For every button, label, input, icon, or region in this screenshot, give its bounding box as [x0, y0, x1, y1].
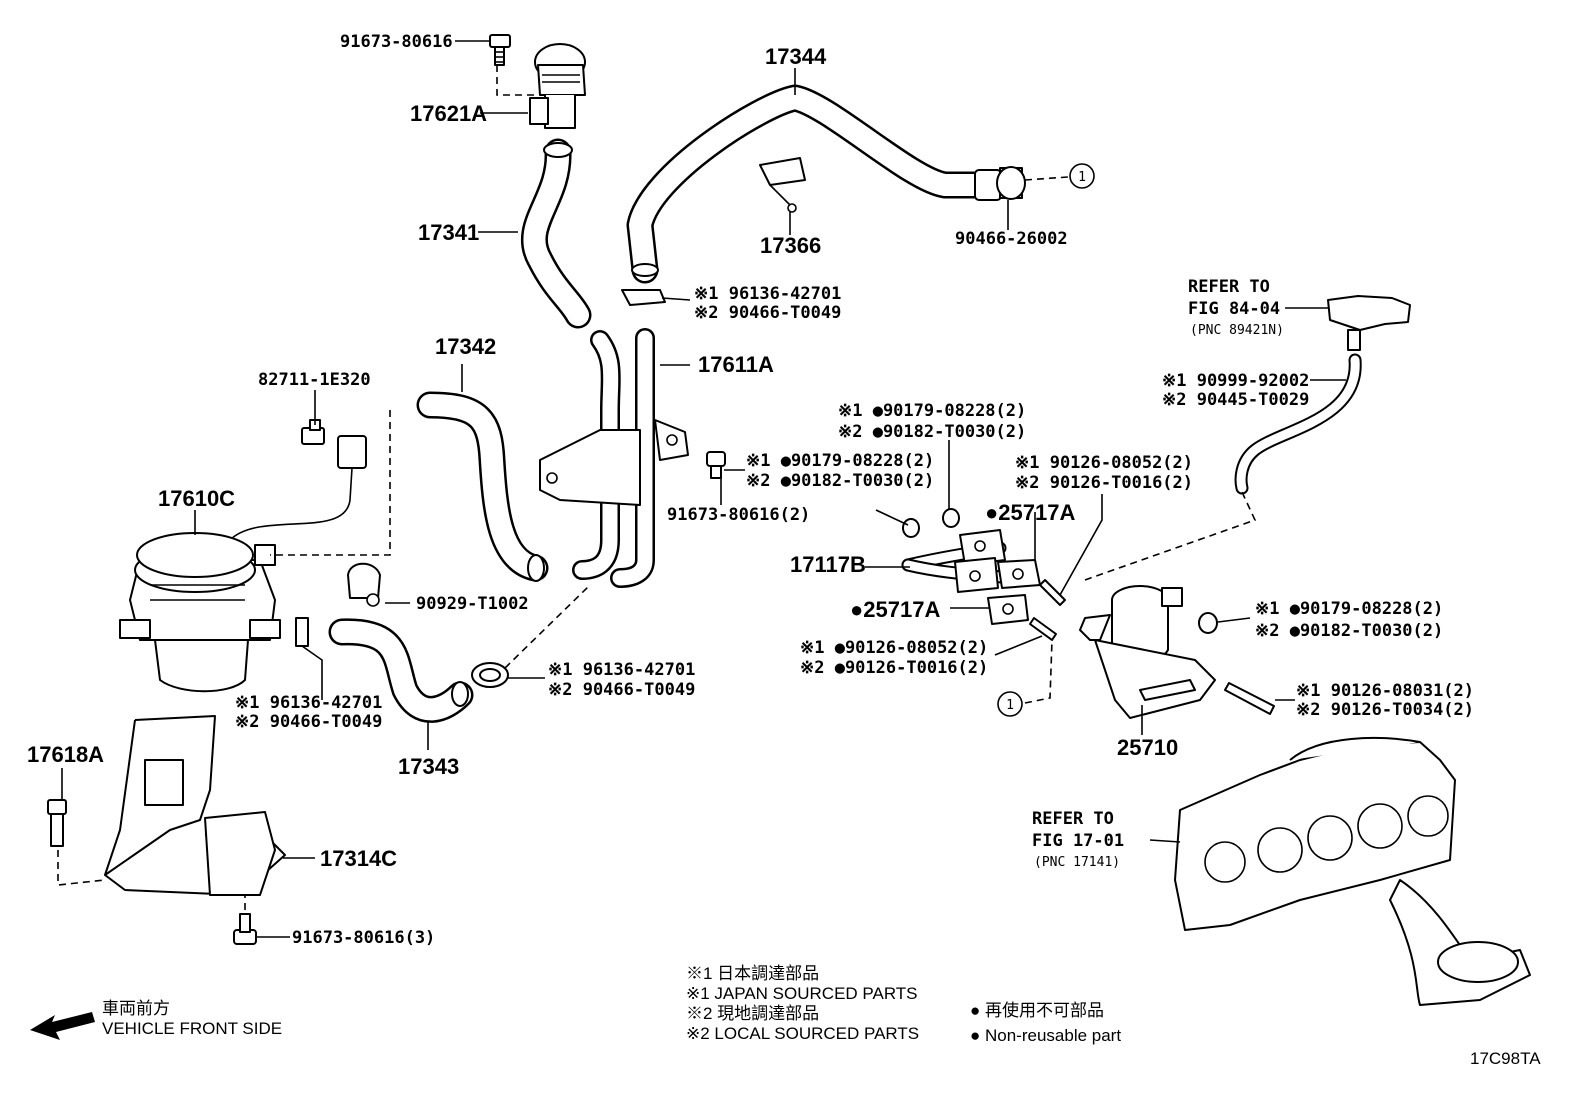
clamp-pump-side — [295, 617, 309, 647]
label-clamp2-a: ※1 96136-42701 — [548, 660, 695, 680]
hose-17344 — [626, 84, 1023, 284]
bolt-91673-x2 — [706, 451, 726, 479]
label-17341: 17341 — [418, 220, 479, 245]
clamp-middle — [471, 662, 509, 688]
clip-17366 — [759, 157, 806, 213]
label-hoseR-a: ※1 90999-92002 — [1162, 371, 1309, 391]
label-refer-17-line3: (PNC 17141) — [1034, 855, 1120, 870]
legend-note1-jp: ※1 日本調達部品 — [686, 964, 819, 983]
label-stud3-a: ※1 90126-08031(2) — [1296, 681, 1474, 701]
label-refer-17-line2: FIG 17-01 — [1032, 831, 1124, 851]
label-91673-80616-x3: 91673-80616(3) — [292, 928, 435, 948]
label-17314C: 17314C — [320, 846, 397, 871]
label-bolt-a: ※1 ●90179-08228(2) — [838, 401, 1026, 421]
air-pump-17610C — [119, 435, 367, 693]
label-stud3-b: ※2 90126-T0034(2) — [1296, 700, 1474, 720]
label-refer-17-line1: REFER TO — [1032, 809, 1114, 829]
label-clamp1-a: ※1 96136-42701 — [694, 284, 841, 304]
gasket-25717A-a — [997, 559, 1041, 589]
label-90929-T1002: 90929-T1002 — [416, 594, 529, 614]
label-clamp2-b: ※2 90466-T0049 — [548, 680, 695, 700]
label-nut2-b: ※2 ●90182-T0030(2) — [746, 471, 934, 491]
label-refer-84-line1: REFER TO — [1188, 277, 1270, 297]
stud-upper — [1039, 579, 1066, 606]
vehicle-front-arrow — [30, 1012, 95, 1040]
label-82711-1E320: 82711-1E320 — [258, 370, 371, 390]
label-bolt-b: ※2 ●90182-T0030(2) — [838, 422, 1026, 442]
svg-text:1: 1 — [1006, 698, 1014, 713]
clamp-90466-26002 — [996, 166, 1026, 200]
hose-17342 — [416, 391, 549, 582]
label-25710: 25710 — [1117, 735, 1178, 760]
stud-17618A — [47, 799, 67, 847]
label-clamp1-b: ※2 90466-T0049 — [694, 303, 841, 323]
label-25717A-lower: ●25717A — [850, 597, 940, 622]
label-nut3-a: ※1 ●90179-08228(2) — [1255, 599, 1443, 619]
label-17344: 17344 — [765, 44, 827, 69]
label-17366: 17366 — [760, 233, 821, 258]
connector-82711 — [301, 419, 325, 445]
grommet-90929 — [347, 562, 381, 607]
label-91673-80616-top: 91673-80616 — [340, 32, 453, 52]
label-stud2-a: ※1 ●90126-08052(2) — [800, 638, 988, 658]
bolt-91673-x3 — [233, 913, 257, 945]
nut-upper — [942, 508, 960, 528]
legend-front-jp: 車両前方 — [102, 999, 170, 1018]
vacuum-hose-90999 — [1234, 295, 1411, 495]
label-17342: 17342 — [435, 334, 496, 359]
callout-1-lower: 1 — [997, 691, 1023, 717]
label-nut2-a: ※1 ●90179-08228(2) — [746, 451, 934, 471]
label-25717A-upper: ●25717A — [985, 500, 1075, 525]
label-17618A: 17618A — [27, 742, 104, 767]
bracket-17314C — [104, 715, 286, 896]
label-17610C: 17610C — [158, 486, 235, 511]
label-nut3-b: ※2 ●90182-T0030(2) — [1255, 621, 1443, 641]
nut-right — [1198, 612, 1218, 634]
bolt-91673-top — [489, 34, 511, 66]
stud-right — [1224, 682, 1275, 715]
pipe-17117B — [901, 529, 1017, 593]
label-90466-26002: 90466-26002 — [955, 229, 1068, 249]
label-hoseR-b: ※2 90445-T0029 — [1162, 390, 1309, 410]
label-17621A: 17621A — [410, 101, 487, 126]
hose-17343 — [328, 618, 474, 723]
stud-lower — [1029, 617, 1057, 641]
label-stud1-b: ※2 90126-T0016(2) — [1015, 473, 1193, 493]
legend-front-en: VEHICLE FRONT SIDE — [102, 1019, 282, 1038]
legend-nonreusable-en: ● Non-reusable part — [970, 1026, 1121, 1045]
label-stud2-b: ※2 ●90126-T0016(2) — [800, 658, 988, 678]
callout-1-upper: 1 — [1069, 163, 1095, 189]
legend-note2-jp: ※2 現地調達部品 — [686, 1004, 819, 1023]
label-clamp3-a: ※1 96136-42701 — [235, 693, 382, 713]
label-17611A: 17611A — [698, 352, 774, 377]
label-17117B: 17117B — [790, 552, 866, 577]
label-clamp3-b: ※2 90466-T0049 — [235, 712, 382, 732]
exhaust-manifold-17141 — [1174, 737, 1531, 1006]
legend-nonreusable-jp: ● 再使用不可部品 — [970, 1000, 1104, 1020]
label-17343: 17343 — [398, 754, 459, 779]
label-91673-80616-x2: 91673-80616(2) — [667, 505, 810, 525]
clamp-upper — [621, 289, 666, 306]
hose-17341 — [521, 138, 592, 329]
gasket-25717A-b — [987, 594, 1029, 625]
legend-note2-en: ※2 LOCAL SOURCED PARTS — [686, 1024, 919, 1043]
label-refer-84-line2: FIG 84-04 — [1188, 299, 1280, 319]
air-valve-25710 — [1079, 585, 1216, 719]
pipe-17611A — [539, 328, 689, 588]
air-filter-17621A — [529, 43, 586, 129]
nut-left — [902, 518, 920, 538]
figure-code: 17C98TA — [1470, 1049, 1541, 1068]
legend-note1-en: ※1 JAPAN SOURCED PARTS — [686, 984, 918, 1003]
svg-text:1: 1 — [1078, 170, 1086, 185]
label-refer-84-line3: (PNC 89421N) — [1190, 323, 1284, 338]
leader-lines — [57, 40, 1346, 938]
label-stud1-a: ※1 90126-08052(2) — [1015, 453, 1193, 473]
